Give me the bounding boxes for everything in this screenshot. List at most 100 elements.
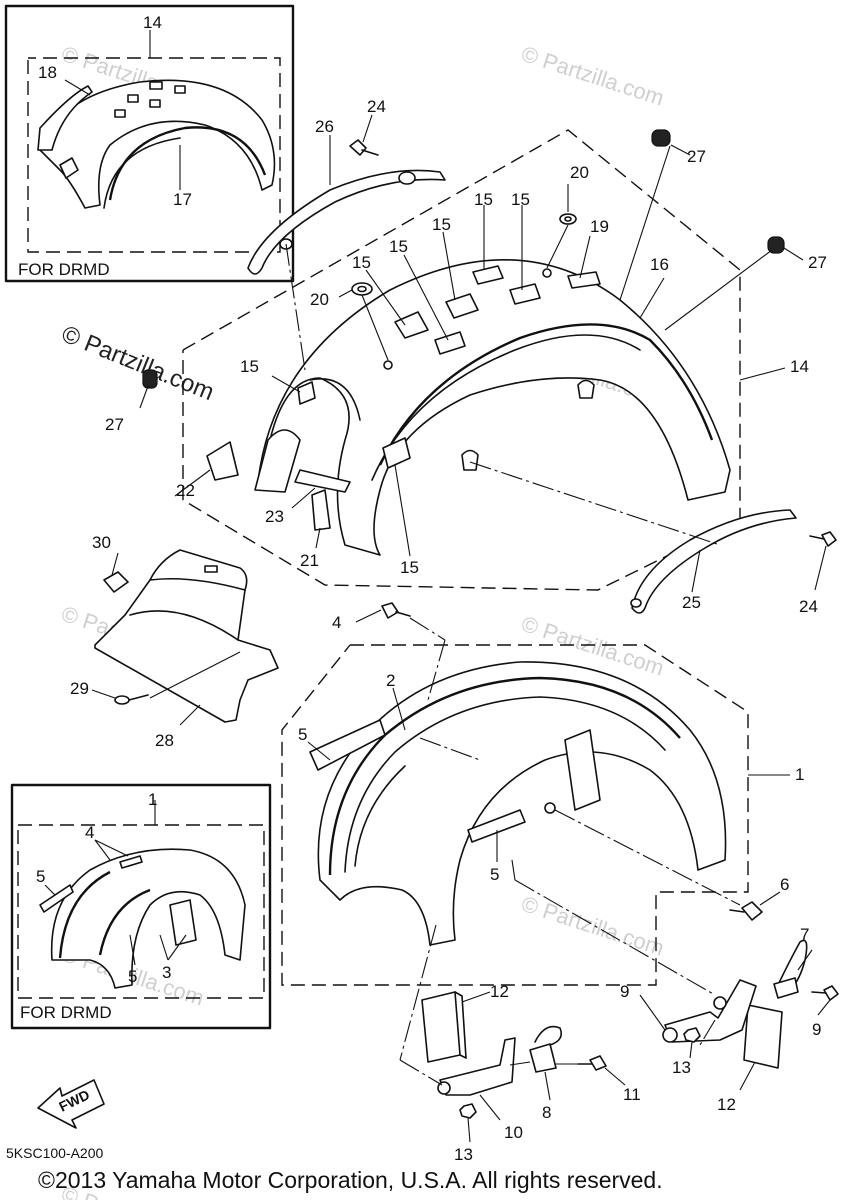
- leader-line: [467, 1117, 471, 1143]
- leader-line: [639, 994, 666, 1031]
- center-line: [419, 737, 481, 761]
- fender-stay: [564, 729, 601, 811]
- callout-23: 23: [265, 507, 284, 526]
- fender-ridge: [378, 323, 714, 466]
- reflector-bracket: [439, 1037, 516, 1096]
- fender-rim: [58, 870, 111, 959]
- callout-19: 19: [590, 217, 609, 236]
- nut: [683, 1027, 701, 1043]
- rivet: [114, 695, 130, 705]
- bracket-fold-line: [149, 577, 246, 591]
- leader-line: [759, 891, 781, 906]
- callout-5: 5: [490, 865, 499, 884]
- leader-line: [129, 934, 136, 966]
- fender-bracket: [59, 157, 79, 179]
- bolt-shank: [811, 991, 827, 994]
- leader-line: [797, 949, 813, 971]
- fender-ridge: [371, 334, 641, 481]
- washer-hole: [564, 216, 572, 222]
- protector-part: [311, 489, 331, 531]
- callout-15: 15: [400, 558, 419, 577]
- wire-loop: [777, 939, 808, 991]
- inset-label: FOR DRMD: [18, 260, 110, 279]
- callout-17: 17: [173, 190, 192, 209]
- callout-5: 5: [128, 967, 137, 986]
- emblem-pad: [445, 293, 479, 319]
- callout-22: 22: [176, 481, 195, 500]
- leader-line: [167, 934, 187, 961]
- grab-bar-boss: [630, 598, 642, 608]
- leader-line: [139, 385, 149, 409]
- fender-stripe: [119, 855, 143, 869]
- fender-rim: [344, 696, 666, 873]
- wire-loop: [534, 1025, 563, 1046]
- callout-7: 7: [800, 925, 809, 944]
- callout-1: 1: [795, 765, 804, 784]
- inset-label: FOR DRMD: [20, 1003, 112, 1022]
- emblem-pad: [149, 99, 161, 108]
- center-line: [546, 224, 569, 269]
- fender-hole: [544, 802, 556, 814]
- bolt: [349, 139, 367, 156]
- rear-fender-cushion: [206, 441, 239, 481]
- callout-25: 25: [682, 593, 701, 612]
- rear-fender-drmd: [39, 79, 276, 209]
- leader-line: [91, 689, 116, 699]
- watermark: © Partzilla.com: [518, 41, 667, 111]
- emblem-pad: [114, 109, 126, 118]
- callout-1: 1: [148, 790, 157, 809]
- callout-5: 5: [36, 867, 45, 886]
- leader-line: [291, 487, 316, 509]
- leader-line: [365, 269, 406, 326]
- fender-boss: [577, 379, 595, 399]
- center-line: [509, 1061, 531, 1066]
- callout-11: 11: [623, 1085, 641, 1104]
- leader-line: [315, 527, 321, 549]
- leader-line: [739, 367, 786, 381]
- emblem-pad: [394, 311, 429, 339]
- diagram-code: 5KSC100-A200: [6, 1145, 104, 1161]
- leader-line: [479, 1094, 501, 1121]
- leader-line: [64, 79, 91, 96]
- center-line: [399, 924, 437, 1061]
- callout-20: 20: [570, 163, 589, 182]
- nut: [459, 1103, 477, 1119]
- callout-30: 30: [92, 533, 111, 552]
- washer-hole: [357, 285, 367, 293]
- callout-5: 5: [298, 725, 307, 744]
- fender-stripe: [39, 884, 74, 913]
- callout-15: 15: [240, 357, 259, 376]
- leader-line: [307, 741, 331, 761]
- center-line: [399, 1059, 443, 1086]
- inset-assembly-dash: [17, 824, 265, 999]
- grab-bar-boss: [398, 171, 416, 185]
- screw: [589, 1055, 607, 1071]
- fender-rail-line: [108, 126, 267, 201]
- rear-fender: [257, 259, 731, 556]
- callout-21: 21: [300, 551, 319, 570]
- callout-2: 2: [386, 671, 395, 690]
- wire-harness-clip: [529, 1043, 557, 1073]
- fender-rim: [98, 888, 151, 956]
- fender-rim: [328, 676, 681, 876]
- grommet: [767, 236, 785, 254]
- callout-4: 4: [85, 823, 94, 842]
- leader-line: [579, 235, 591, 279]
- callout-13: 13: [454, 1145, 473, 1164]
- callout-24: 24: [799, 597, 818, 616]
- fender-rail-line: [103, 137, 181, 209]
- leader-line: [670, 144, 691, 156]
- reflector-bracket: [664, 979, 757, 1043]
- protector-part: [294, 469, 351, 493]
- inset-assembly-dash: [27, 57, 281, 253]
- leader-line: [691, 549, 701, 593]
- leader-line: [639, 277, 665, 319]
- reflector: [743, 1004, 783, 1069]
- callout-12: 12: [717, 1095, 736, 1114]
- inset-frame: [10, 783, 272, 1030]
- callout-13: 13: [672, 1058, 691, 1077]
- leader-line: [174, 469, 211, 497]
- center-line: [361, 294, 389, 361]
- callout-9: 9: [620, 982, 629, 1001]
